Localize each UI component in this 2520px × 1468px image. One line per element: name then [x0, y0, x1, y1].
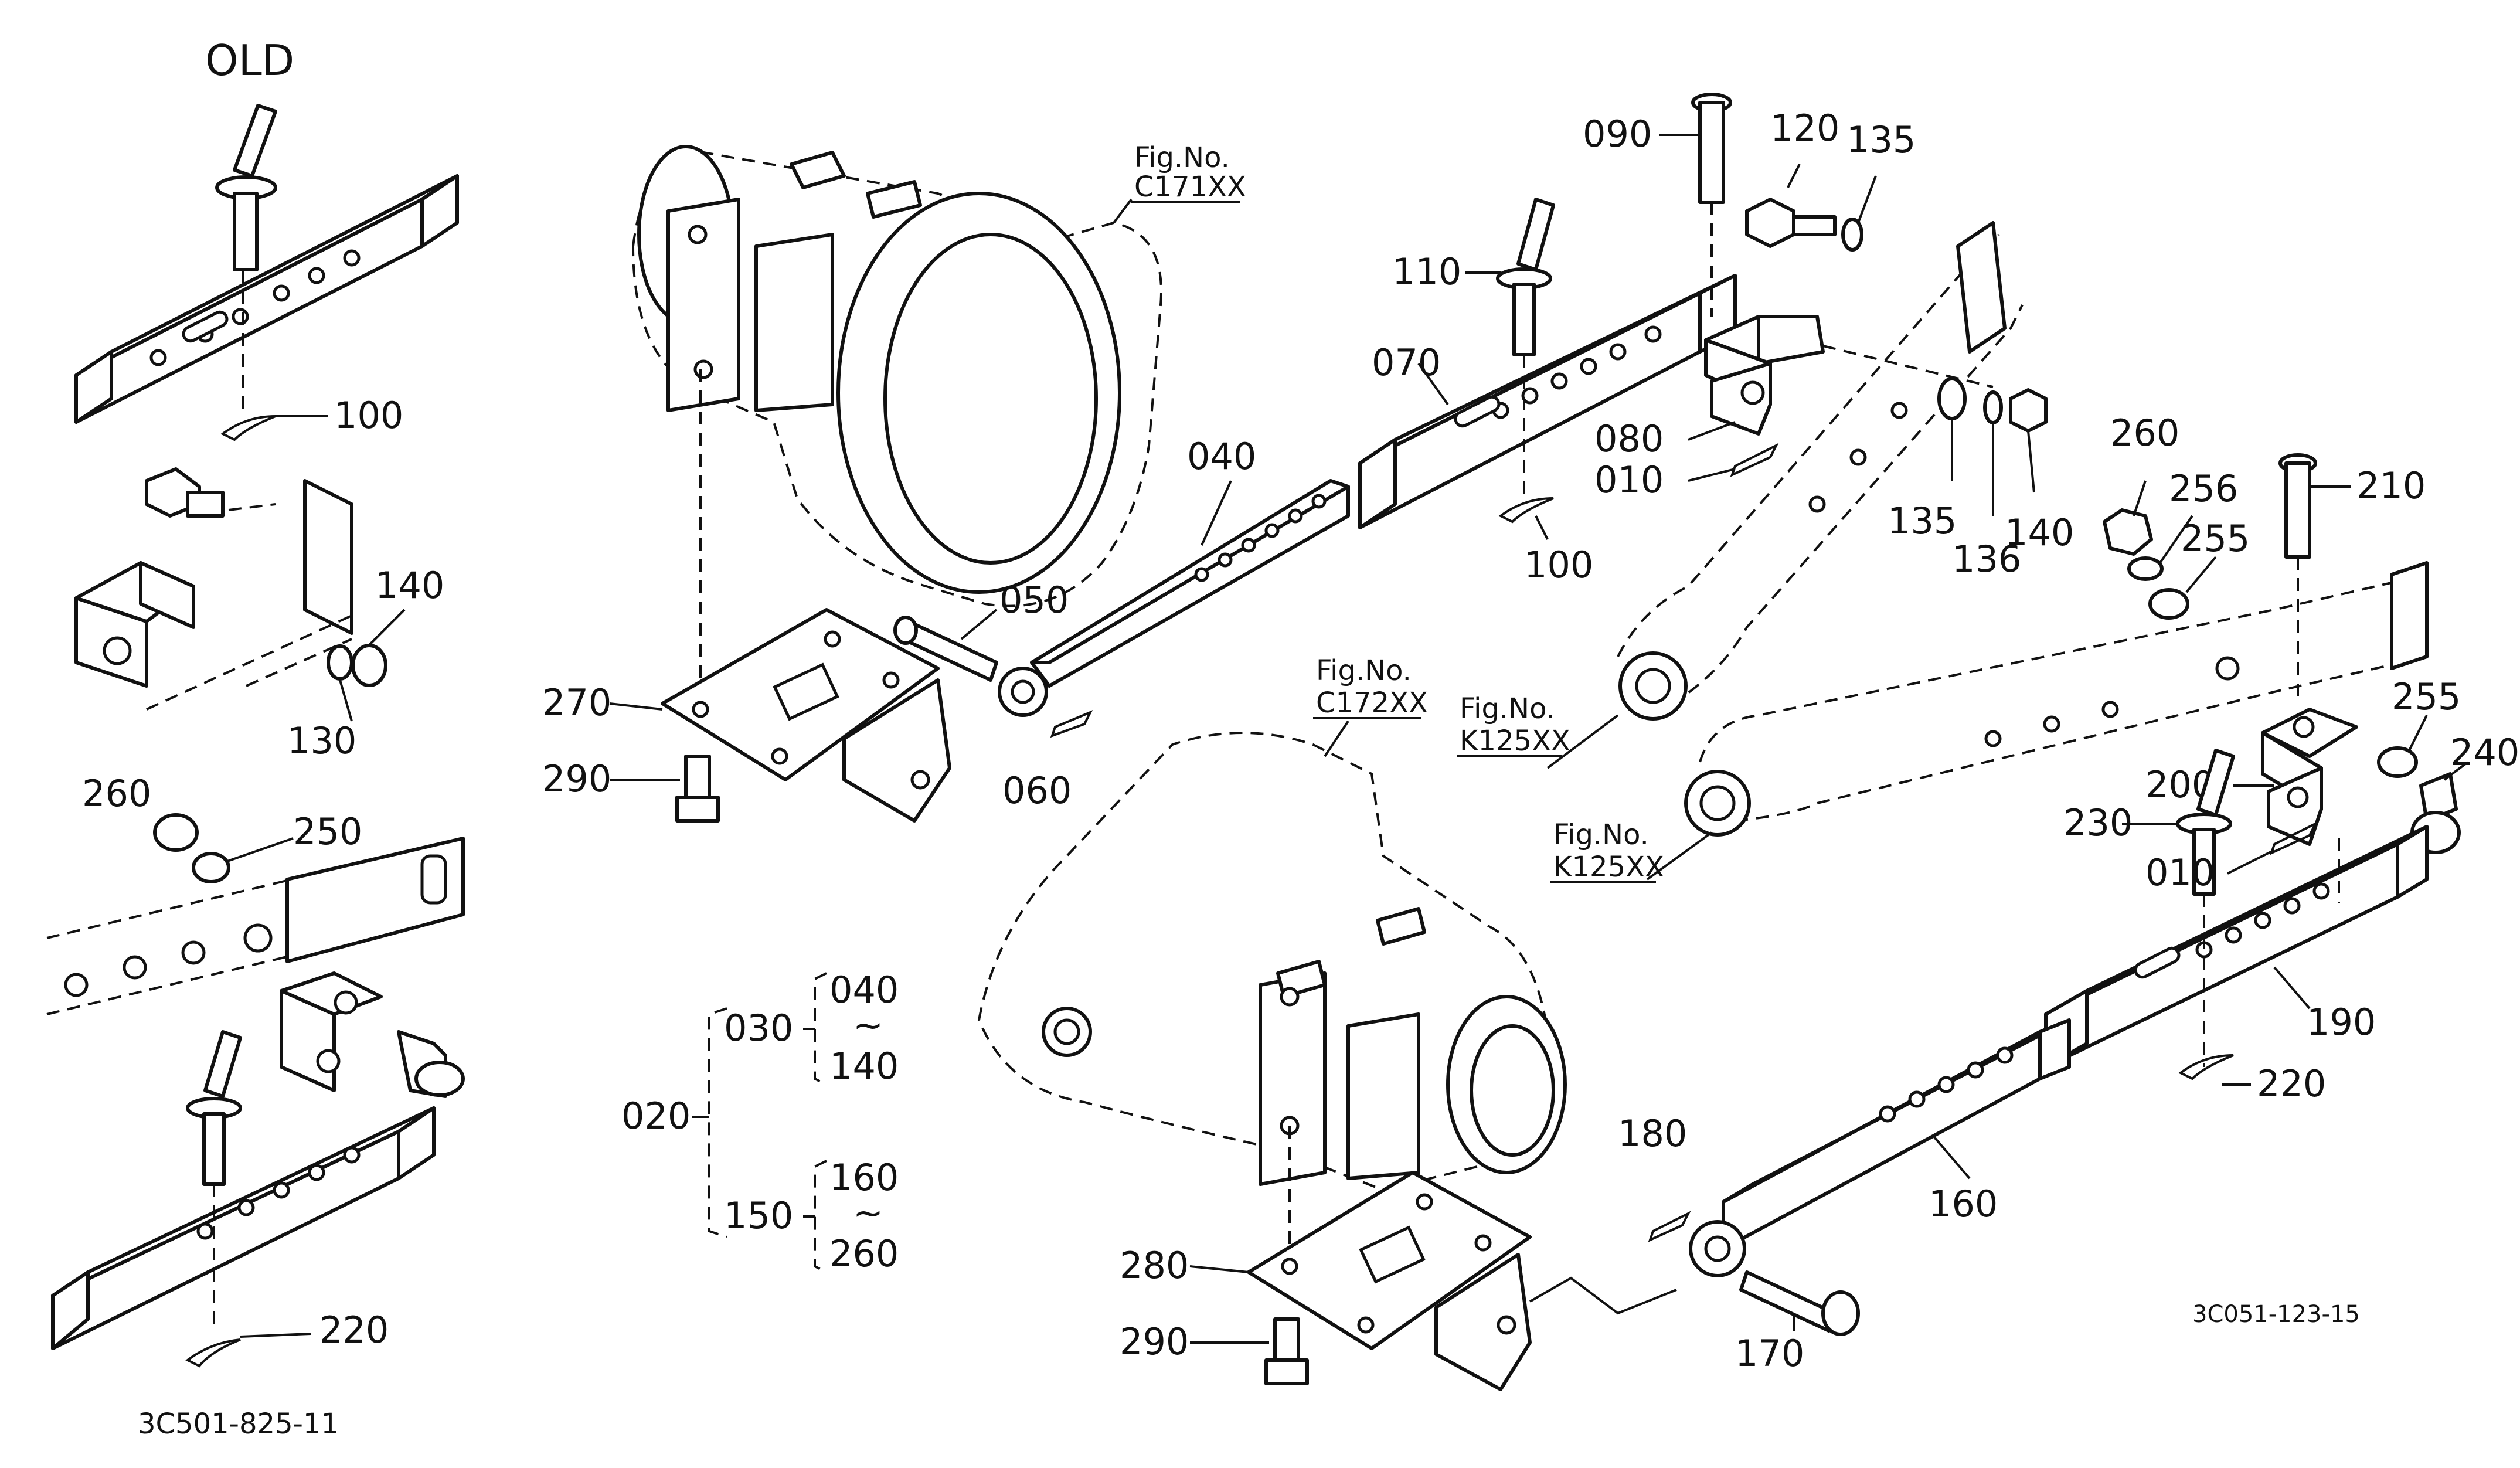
part-label-255-b: 255 [2392, 675, 2461, 718]
old-diagram-code: 3C501-825-11 [138, 1408, 339, 1440]
old-pin-drawing [215, 104, 277, 271]
snap-pin-220-drawing [2178, 1054, 2234, 1080]
old-lower-snap-pin-drawing [185, 1338, 241, 1368]
part-label-140: 140 [2005, 511, 2074, 554]
old-snap-pin-drawing [220, 415, 276, 441]
part-label-100-old: 100 [334, 394, 403, 437]
old-nut-washer-drawing [327, 644, 387, 687]
figref-k125-b-label: Fig.No. [1553, 818, 1649, 851]
washer-255-b-drawing [2377, 746, 2418, 778]
part-label-100: 100 [1524, 543, 1593, 586]
main-diagram-code: 3C051-123-15 [2192, 1301, 2360, 1328]
top-link-040-drawing [998, 479, 1350, 717]
washer-256-drawing [2127, 556, 2164, 581]
range2-top-label: 160 [829, 1156, 899, 1199]
part-label-010-b: 010 [2145, 851, 2215, 894]
part-label-135-a: 135 [1846, 118, 1916, 161]
part-label-220-old: 220 [319, 1309, 389, 1351]
part-label-130-old: 130 [287, 719, 356, 762]
range1-tilde: ~ [853, 1004, 883, 1046]
pin-180-drawing [1648, 1211, 1691, 1242]
part-label-080: 080 [1594, 417, 1664, 460]
snap-pin-100-drawing [1498, 497, 1554, 524]
pin-110-drawing [1496, 198, 1555, 356]
part-label-260: 260 [2110, 412, 2179, 454]
pin-050-drawing [893, 616, 998, 682]
nut-260-drawing [2103, 508, 2153, 556]
part-label-150: 150 [724, 1194, 793, 1237]
part-label-020: 020 [621, 1095, 691, 1137]
figref-k125-a-code: K125XX [1460, 725, 1570, 757]
pin-170-drawing [1739, 1270, 1860, 1336]
part-label-135-b: 135 [1888, 499, 1957, 542]
part-label-040: 040 [1187, 435, 1256, 478]
part-label-110: 110 [1392, 250, 1461, 293]
figref-c172-code: C172XX [1316, 687, 1428, 719]
part-label-120: 120 [1770, 107, 1839, 149]
bolt-120-drawing [1745, 198, 1863, 252]
part-label-170: 170 [1735, 1332, 1804, 1375]
pin-060-drawing [1050, 710, 1093, 738]
part-label-070: 070 [1372, 341, 1441, 384]
old-lower-pin-drawing [186, 1030, 242, 1186]
figref-c171-label: Fig.No. [1134, 141, 1230, 174]
part-label-260-old: 260 [82, 772, 151, 815]
part-label-010-a: 010 [1594, 458, 1664, 501]
old-lower-arm-drawing [46, 837, 465, 1015]
part-label-270: 270 [542, 681, 611, 724]
part-label-290-a: 290 [542, 757, 611, 800]
part-label-060: 060 [1002, 769, 1072, 812]
part-label-136: 136 [1952, 538, 2021, 580]
bracket-plate-280-drawing [1247, 1171, 1677, 1391]
old-lower-bracket-drawing [280, 971, 465, 1098]
part-label-210: 210 [2356, 464, 2426, 507]
part-label-140-old: 140 [375, 564, 444, 607]
part-label-030: 030 [724, 1007, 793, 1049]
stay-070-drawing [1358, 274, 1737, 529]
part-label-290-b: 290 [1120, 1320, 1189, 1363]
part-label-280: 280 [1120, 1244, 1189, 1287]
pin-010-a-drawing [1730, 443, 1779, 477]
part-label-090: 090 [1583, 113, 1652, 155]
part-label-256: 256 [2169, 467, 2238, 510]
pin-210-drawing [2278, 453, 2317, 704]
old-bracket-drawing [74, 467, 353, 711]
range1-top-label: 040 [829, 969, 899, 1011]
left-axle-housing-drawing [631, 145, 1162, 709]
lower-arm-right-bottom-drawing [1684, 561, 2429, 837]
old-nut-drawing [153, 813, 230, 883]
pin-090-drawing [1691, 93, 1732, 317]
part-label-255-a: 255 [2181, 517, 2250, 560]
part-label-160: 160 [1929, 1182, 1998, 1225]
lower-arm-right-drawing [1617, 221, 2024, 721]
part-label-220: 220 [2257, 1062, 2326, 1105]
part-label-230: 230 [2063, 801, 2133, 844]
figref-k125-b-code: K125XX [1553, 851, 1664, 883]
bolt-290-a-drawing [675, 755, 720, 823]
old-lower-tube-drawing [51, 1106, 436, 1350]
figref-k125-a-label: Fig.No. [1460, 692, 1555, 725]
old-stay-tube-drawing [74, 174, 459, 424]
figref-c172-label: Fig.No. [1316, 654, 1412, 687]
right-axle-housing-drawing [977, 732, 1567, 1260]
part-label-240: 240 [2450, 731, 2519, 774]
range2-tilde: ~ [853, 1191, 883, 1234]
figref-c171-code: C171XX [1134, 171, 1246, 203]
bracket-200-drawing [2261, 708, 2358, 846]
part-label-250-old: 250 [293, 810, 362, 853]
part-label-180: 180 [1618, 1112, 1687, 1155]
range2-bottom-label: 260 [829, 1232, 899, 1275]
washer-255-a-drawing [2148, 588, 2189, 620]
bracket-plate-270-drawing [661, 608, 951, 823]
assembly-grouping-brackets [692, 972, 827, 1273]
range1-bottom-label: 140 [829, 1045, 899, 1088]
stay-tube-190-drawing [2044, 825, 2429, 1069]
link-160-drawing [1689, 1018, 2071, 1277]
bracket-080-drawing [1704, 315, 1994, 436]
old-section-title: OLD [205, 36, 294, 85]
bolt-290-b-drawing [1264, 1317, 1309, 1385]
part-label-050: 050 [999, 579, 1069, 621]
part-label-190: 190 [2307, 1001, 2376, 1044]
